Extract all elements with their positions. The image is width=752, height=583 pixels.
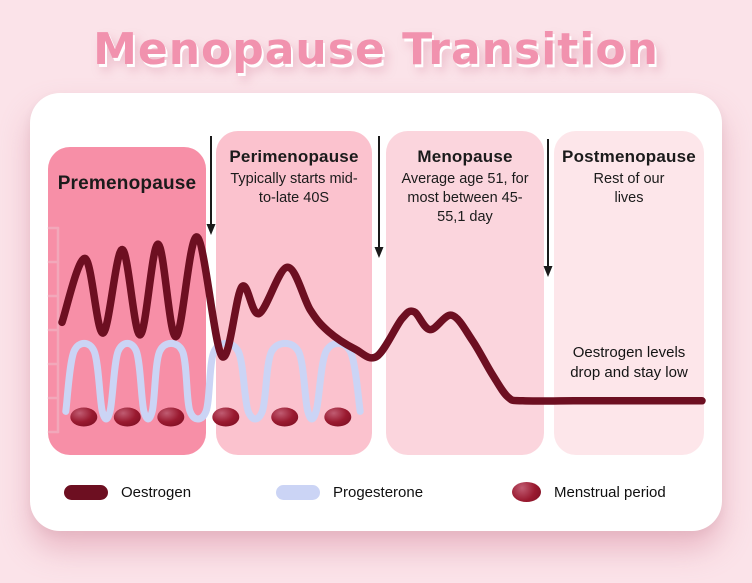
- chart-card: Premenopause Perimenopause Typically sta…: [30, 93, 722, 531]
- phase-premenopause: Premenopause: [48, 147, 206, 455]
- phase-menopause-title: Menopause: [417, 147, 513, 166]
- oestrogen-swatch-icon: [64, 484, 108, 500]
- oestrogen-annotation: Oestrogen levels drop and stay low: [570, 344, 688, 382]
- progesterone-swatch-icon: [276, 484, 320, 500]
- phase-perimenopause: Perimenopause Typically starts mid-to-la…: [216, 131, 372, 455]
- phase-postmenopause-title: Postmenopause: [562, 147, 696, 166]
- legend-label-progesterone: Progesterone: [333, 483, 424, 501]
- phase-perimenopause-title: Perimenopause: [229, 147, 359, 166]
- phase-menopause: Menopause Average age 51, for most betwe…: [386, 131, 544, 455]
- phase-menopause-subtitle: Average age 51, for most between 45-55,1…: [401, 171, 529, 226]
- phase-premenopause-title: Premenopause: [57, 173, 197, 194]
- legend-item-oestrogen: Oestrogen: [64, 479, 191, 505]
- legend: Oestrogen Progesterone Menstrual period: [30, 479, 722, 505]
- phase-perimenopause-subtitle: Typically starts mid-to-late 40S: [230, 171, 358, 207]
- menstrual-period-swatch-icon: [512, 482, 541, 502]
- phase-postmenopause: Postmenopause Rest of our lives Oestroge…: [554, 131, 704, 455]
- legend-label-oestrogen: Oestrogen: [121, 483, 192, 501]
- page-title: Menopause Transition: [93, 24, 659, 75]
- phase-postmenopause-subtitle: Rest of our lives: [593, 171, 665, 207]
- legend-item-progesterone: Progesterone: [276, 479, 423, 505]
- legend-item-menstrual-period: Menstrual period: [512, 479, 666, 505]
- legend-label-menstrual-period: Menstrual period: [554, 483, 666, 501]
